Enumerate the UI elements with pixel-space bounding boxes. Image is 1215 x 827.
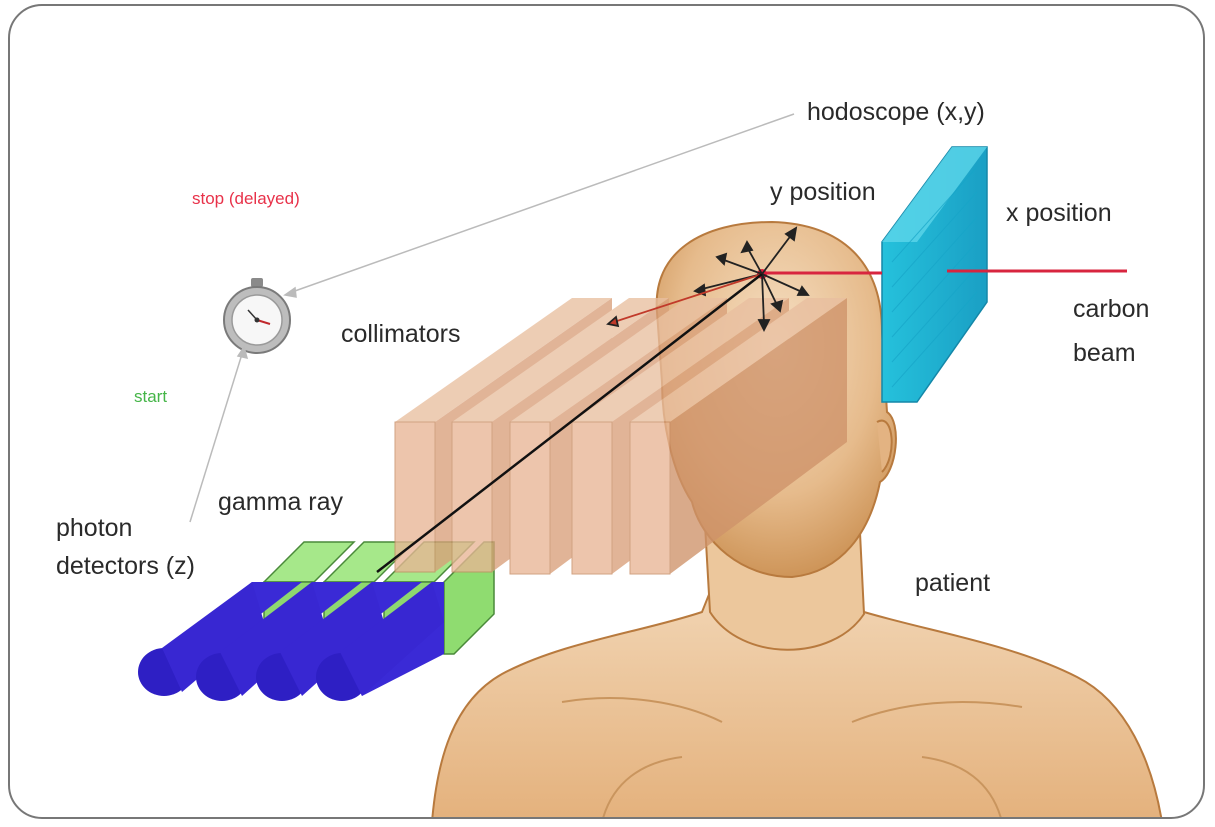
label-x-position: x position <box>1006 199 1112 228</box>
hodoscope <box>882 147 987 402</box>
diagram-frame: hodoscope (x,y) stop (delayed) y positio… <box>8 4 1205 819</box>
label-carbon-beam-line1: carbon <box>1073 295 1149 324</box>
label-photon-detectors-line2: detectors (z) <box>56 552 195 581</box>
label-gamma-ray: gamma ray <box>218 488 343 517</box>
label-stop-delayed: stop (delayed) <box>192 189 300 209</box>
label-y-position: y position <box>770 178 876 207</box>
illustration <box>10 6 1205 819</box>
label-photon-detectors-line1: photon <box>56 514 132 543</box>
label-patient: patient <box>915 569 990 598</box>
label-start: start <box>134 387 167 407</box>
label-carbon-beam-line2: beam <box>1073 339 1136 368</box>
label-collimators: collimators <box>341 320 460 349</box>
label-hodoscope: hodoscope (x,y) <box>807 98 985 127</box>
stopwatch-icon <box>224 278 290 353</box>
